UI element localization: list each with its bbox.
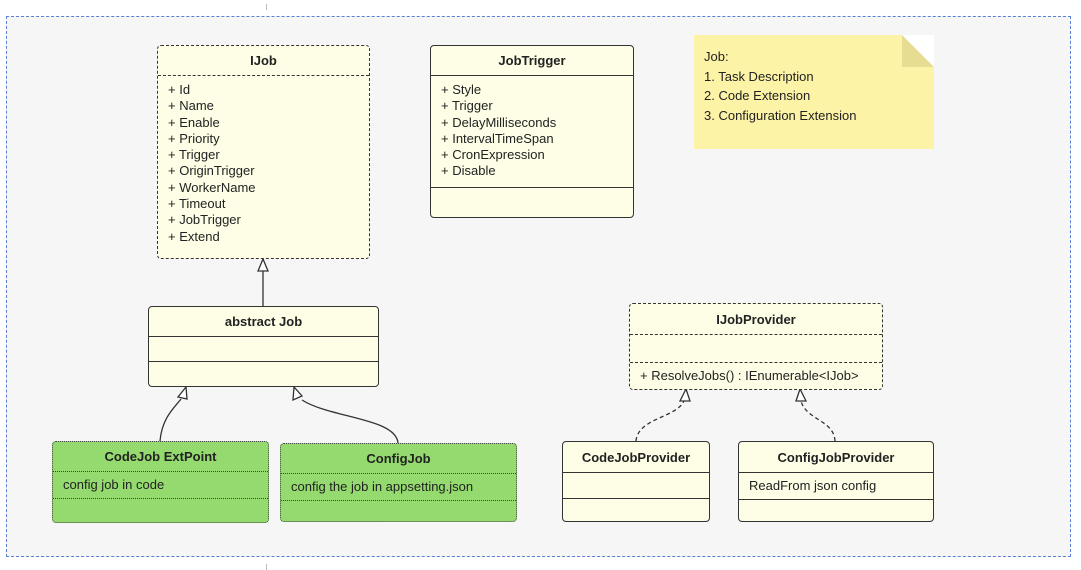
ijob-field: + Extend [168,228,220,244]
ijob-field: + Name [168,98,214,114]
job-trigger-field: + Style [441,82,482,97]
ijob-field: + WorkerName [168,179,256,195]
ijob-provider-method: + ResolveJobs() : IEnumerable<IJob> [640,368,859,383]
job-trigger-class[interactable]: JobTrigger + Style + Trigger + DelayMill… [430,45,634,218]
ijob-provider-title: IJobProvider [630,304,882,335]
ijob-title: IJob [158,46,369,76]
job-note: Job: 1. Task Description 2. Code Extensi… [694,35,934,149]
note-line: 3. Configuration Extension [704,107,857,123]
note-line: 1. Task Description [704,68,814,84]
code-job-provider-title: CodeJobProvider [563,442,709,473]
config-job-provider-description: ReadFrom json config [749,478,877,493]
ijob-fields: + Id + Name + Enable + Priority + Trigge… [158,76,369,251]
job-trigger-field: + IntervalTimeSpan [441,130,554,146]
config-job-fields: config the job in appsetting.json [281,474,516,501]
ijob-field: + Id [168,82,191,97]
ijob-field: + Timeout [168,196,226,212]
abstract-job-class[interactable]: abstract Job [148,306,379,387]
note-fold-corner [902,35,934,67]
config-job-title: ConfigJob [281,444,516,474]
code-job-fields: config job in code [53,472,268,499]
ijob-class[interactable]: IJob + Id + Name + Enable + Priority + T… [157,45,370,259]
job-trigger-field: + CronExpression [441,147,545,163]
ijob-field: + Priority [168,130,220,146]
code-job-title: CodeJob ExtPoint [53,442,268,472]
job-trigger-fields: + Style + Trigger + DelayMilliseconds + … [431,76,633,188]
job-trigger-field: + Trigger [441,98,493,114]
note-line: Job: [704,49,729,64]
ijob-provider-methods: + ResolveJobs() : IEnumerable<IJob> [630,363,882,389]
job-trigger-title: JobTrigger [431,46,633,76]
note-line: 2. Code Extension [704,88,811,103]
ijob-field: + JobTrigger [168,212,241,228]
top-tick [266,4,267,10]
ijob-field: + Trigger [168,147,220,163]
config-job-description: config the job in appsetting.json [291,479,474,494]
abstract-job-title: abstract Job [149,307,378,337]
job-trigger-field: + Disable [441,163,496,179]
config-job-provider-class[interactable]: ConfigJobProvider ReadFrom json config [738,441,934,522]
config-job-provider-fields: ReadFrom json config [739,473,933,500]
bottom-tick [266,564,267,570]
config-job-provider-title: ConfigJobProvider [739,442,933,473]
code-job-description: config job in code [63,477,165,492]
code-job-provider-class[interactable]: CodeJobProvider [562,441,710,522]
config-job-class[interactable]: ConfigJob config the job in appsetting.j… [280,443,517,522]
ijob-field: + Enable [168,114,220,130]
code-job-provider-fields [563,473,709,499]
job-trigger-field: + DelayMilliseconds [441,114,557,130]
abstract-job-fields [149,337,378,362]
ijob-provider-fields [630,335,882,363]
code-job-class[interactable]: CodeJob ExtPoint config job in code [52,441,269,523]
ijob-field: + OriginTrigger [168,163,255,179]
ijob-provider-class[interactable]: IJobProvider + ResolveJobs() : IEnumerab… [629,303,883,390]
